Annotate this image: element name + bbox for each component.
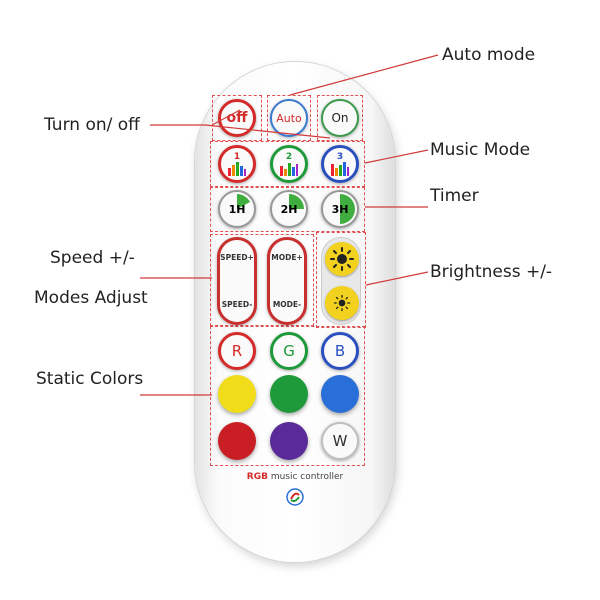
on-button[interactable]: On xyxy=(321,99,359,137)
label-static-colors: Static Colors xyxy=(36,369,144,389)
w-label: W xyxy=(332,432,348,450)
purple-color-button[interactable] xyxy=(270,422,308,460)
brand-rgb: RGB xyxy=(246,472,268,482)
label-speed: Speed +/- xyxy=(50,248,135,268)
brightness-up-button[interactable] xyxy=(325,242,359,276)
g-label: G xyxy=(283,342,295,360)
label-modes-adjust: Modes Adjust xyxy=(34,288,148,308)
group-on xyxy=(317,95,363,141)
line-music-mode xyxy=(364,149,429,164)
red-letter-button[interactable]: R xyxy=(218,332,256,370)
music-mode-1-button[interactable]: 1 xyxy=(218,145,256,183)
speed-rocker: SPEED+ SPEED- xyxy=(217,237,257,325)
logo-icon xyxy=(286,488,304,506)
timer-2h-label: 2H xyxy=(280,202,298,216)
brand-text: RGB music controller xyxy=(195,472,395,482)
music-mode-2-button[interactable]: 2 xyxy=(270,145,308,183)
brightness-rocker xyxy=(321,237,361,325)
music-1-number: 1 xyxy=(233,151,241,162)
mode-rocker: MODE+ MODE- xyxy=(267,237,307,325)
music-mode-3-button[interactable]: 3 xyxy=(321,145,359,183)
clock-icon xyxy=(237,194,250,209)
remote-control: off Auto On 1 2 3 1H xyxy=(195,62,395,562)
label-timer: Timer xyxy=(430,186,479,206)
timer-3h-label: 3H xyxy=(331,202,349,216)
group-power xyxy=(212,95,262,141)
mode-plus-button[interactable]: MODE+ xyxy=(271,253,303,262)
timer-1h-button[interactable]: 1H xyxy=(218,190,256,228)
line-on-left xyxy=(211,109,241,126)
green-color-button[interactable] xyxy=(270,375,308,413)
line-brightness xyxy=(365,271,429,286)
group-speed-mode xyxy=(210,234,314,326)
auto-button[interactable]: Auto xyxy=(270,99,308,137)
r-label: R xyxy=(231,342,243,360)
line-auto-mode xyxy=(289,54,439,96)
clock-icon xyxy=(289,194,304,209)
group-brightness xyxy=(316,232,366,328)
music-3-number: 3 xyxy=(336,151,344,162)
bar-chart-icon xyxy=(228,161,246,176)
red-color-button[interactable] xyxy=(218,422,256,460)
speed-plus-button[interactable]: SPEED+ xyxy=(220,253,254,262)
timer-3h-button[interactable]: 3H xyxy=(321,190,359,228)
sun-icon xyxy=(333,294,351,312)
speed-minus-button[interactable]: SPEED- xyxy=(221,300,253,309)
label-auto-mode: Auto mode xyxy=(442,45,536,65)
mode-minus-button[interactable]: MODE- xyxy=(272,300,302,309)
music-2-number: 2 xyxy=(285,151,293,162)
label-turn-on-off: Turn on/ off xyxy=(44,115,140,135)
group-auto xyxy=(267,95,311,141)
group-music xyxy=(210,141,365,187)
bar-chart-icon xyxy=(331,161,349,176)
on-label: On xyxy=(331,111,349,125)
group-timer xyxy=(210,187,365,232)
label-music-mode: Music Mode xyxy=(430,140,531,160)
blue-letter-button[interactable]: B xyxy=(321,332,359,370)
brightness-down-button[interactable] xyxy=(325,286,359,320)
white-button[interactable]: W xyxy=(321,422,359,460)
green-letter-button[interactable]: G xyxy=(270,332,308,370)
yellow-color-button[interactable] xyxy=(218,375,256,413)
blue-color-button[interactable] xyxy=(321,375,359,413)
bar-chart-icon xyxy=(280,162,298,176)
line-turn-on-off-2 xyxy=(204,124,331,139)
label-brightness: Brightness +/- xyxy=(430,262,553,282)
brand-music-controller: music controller xyxy=(267,472,344,482)
sun-icon xyxy=(330,247,354,271)
group-colors xyxy=(210,326,365,466)
b-label: B xyxy=(334,342,346,360)
clock-icon xyxy=(340,194,355,224)
timer-1h-label: 1H xyxy=(228,202,246,216)
auto-label: Auto xyxy=(276,111,302,125)
timer-2h-button[interactable]: 2H xyxy=(270,190,308,228)
